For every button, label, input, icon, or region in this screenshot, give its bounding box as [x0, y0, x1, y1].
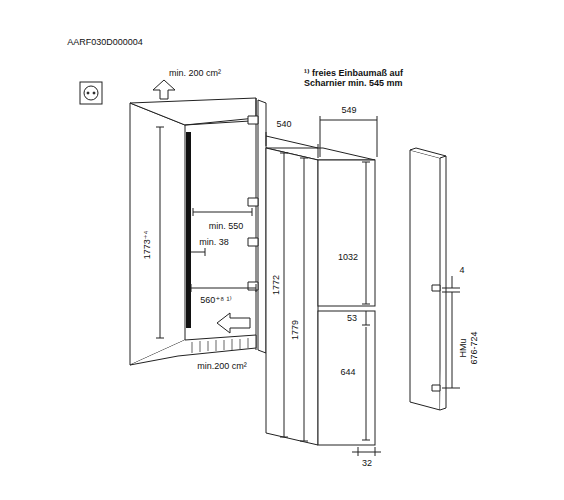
dimension-line: [193, 208, 252, 216]
socket-pin: [93, 92, 95, 94]
dimension-line: [191, 284, 256, 292]
dimension-label: 644: [339, 367, 356, 377]
airflow-arrow: [153, 80, 175, 99]
dimension-label: 1773⁺⁴: [142, 230, 152, 261]
drawing-code: AARF030D000004: [66, 37, 144, 47]
dimension-line: [280, 153, 288, 437]
dimension-line: [191, 248, 205, 256]
airflow-arrow: [217, 313, 250, 333]
appliance-side: [266, 148, 318, 445]
freezer-door: [318, 311, 375, 445]
footnote: ¹⁾ freies Einbaumaß auf Scharnier min. 5…: [303, 68, 433, 89]
dimension-label: 53: [346, 313, 358, 323]
door-bracket: [432, 285, 440, 391]
dimension-label: min. 38: [198, 237, 230, 247]
dimension-line: [320, 116, 377, 157]
furniture-door-edge: [410, 148, 446, 410]
dimension-line: [362, 327, 370, 440]
dimension-label: 1772: [271, 274, 281, 296]
niche-edge: [185, 98, 256, 350]
dimension-line: [362, 311, 370, 325]
vent-grille: [192, 338, 248, 353]
dimension-line: [156, 127, 164, 338]
dimension-label: 560⁺⁸ ¹⁾: [199, 295, 232, 305]
dimension-label: 1032: [337, 252, 359, 262]
dimension-label: 676-724: [469, 330, 479, 365]
niche-side-panel: [130, 103, 185, 365]
dimension-label: 1779: [290, 319, 300, 341]
socket-pin: [87, 92, 89, 94]
dimension-line: [266, 132, 318, 158]
hinge: [248, 116, 258, 290]
niche-seal-strip: [186, 132, 191, 328]
dimension-label: min. 550: [208, 221, 245, 231]
dimension-line: [442, 276, 460, 388]
furniture-door: [410, 150, 440, 410]
fridge-door: [318, 160, 375, 306]
dimension-line: [300, 158, 308, 441]
dimension-line: [352, 447, 381, 456]
dimension-label: 540: [275, 119, 292, 129]
dimension-label: 549: [340, 105, 357, 115]
dimension-label: HMu: [458, 337, 468, 358]
dimension-label: 4: [458, 265, 465, 275]
open-door-panel: [258, 100, 266, 353]
niche-top-panel: [130, 98, 256, 125]
dimension-label: min. 200 cm²: [168, 68, 222, 78]
dimension-label: 32: [361, 458, 373, 468]
socket-icon: [80, 82, 102, 104]
socket-icon: [84, 86, 98, 100]
dimension-line: [362, 162, 370, 304]
dimension-label: min.200 cm²: [196, 361, 248, 371]
